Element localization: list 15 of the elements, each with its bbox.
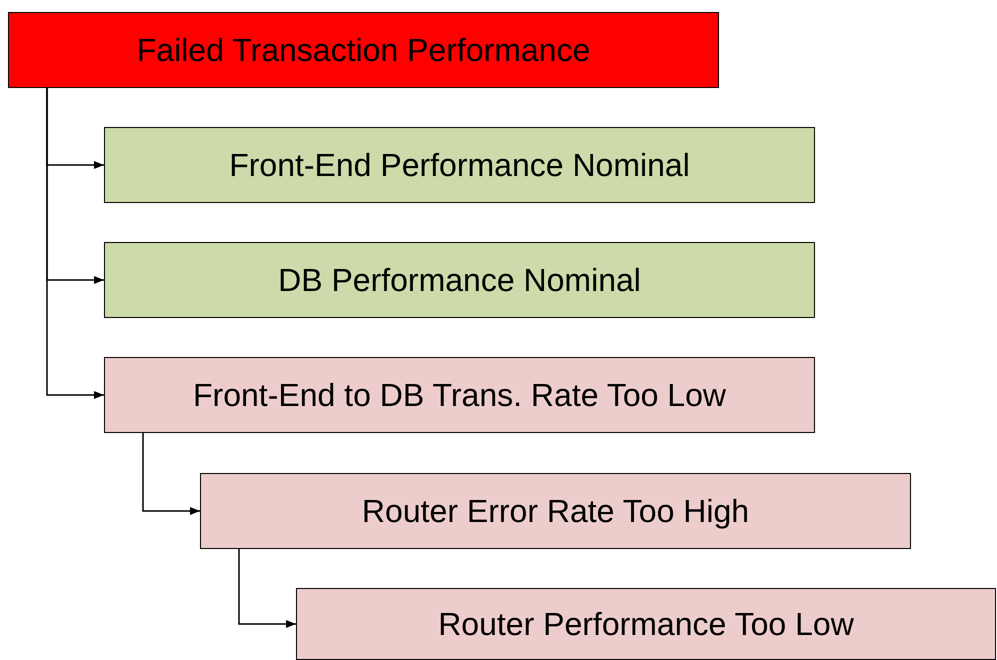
process-box	[8, 12, 719, 88]
connector-arrow	[46, 88, 104, 399]
process-box	[200, 473, 911, 549]
process-box	[104, 127, 815, 203]
box-label: Front-End to DB Trans. Rate Too Low	[193, 376, 726, 414]
connector-arrow	[142, 433, 200, 515]
process-box	[296, 588, 996, 660]
box-label: Router Error Rate Too High	[362, 492, 750, 530]
box-label: DB Performance Nominal	[278, 262, 641, 298]
process-box	[104, 357, 815, 433]
box-label: Router Performance Too Low	[438, 606, 854, 642]
box-label: Failed Transaction Performance	[136, 32, 590, 68]
connector-arrow	[238, 549, 296, 628]
process-box	[104, 242, 815, 318]
box-label: Front-End Performance Nominal	[229, 146, 690, 184]
